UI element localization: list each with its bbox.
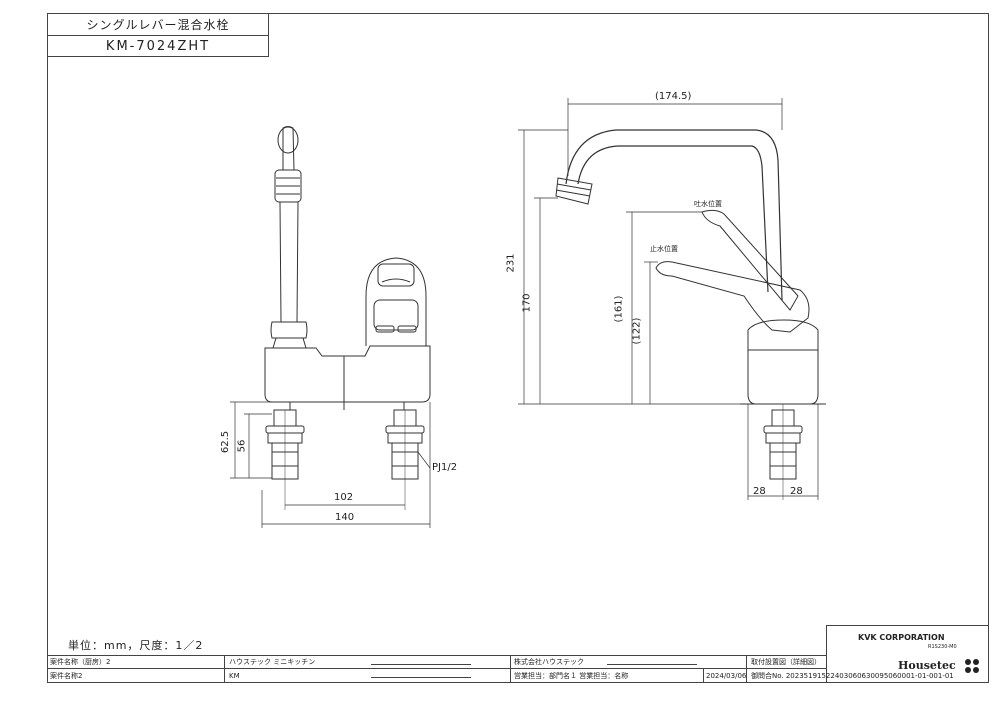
spout-tip-front (277, 126, 299, 154)
side-body (747, 319, 819, 405)
drawing-type: 取付設置図（詳細図） (751, 658, 821, 666)
dim-inner-width: 102 (334, 492, 354, 503)
valve-body (264, 345, 431, 403)
lever-open-position (701, 209, 799, 311)
issue-date: 2024/03/06 (706, 672, 747, 680)
front-dimensions (230, 401, 431, 528)
kvk-logo: KVK CORPORATION (858, 633, 945, 642)
dim-spout-width: (174.5) (655, 91, 692, 102)
model-number: KM-7024ZHT (105, 39, 211, 54)
unit-scale: 単位：mm，尺度：1／2 (68, 639, 204, 652)
dim-outer-width: 140 (335, 512, 355, 523)
drawing-frame (47, 13, 989, 683)
dim-spout-height: 170 (521, 293, 533, 313)
title-block: 案件名称（厨房）2 ハウステック ミニキッチン 案件名称2 KM 株式会社ハウス… (47, 655, 989, 683)
label-open-position: 吐水位置 (694, 200, 722, 208)
lever-handle (365, 257, 427, 346)
spout-collar (270, 321, 308, 339)
dim-open-height: (161) (613, 295, 625, 323)
dim-closed-height: (122) (631, 317, 643, 345)
dim-base-left: 28 (753, 486, 766, 497)
dim-total-height: 231 (505, 253, 517, 273)
case-name-1-label: 案件名称（厨房）2 (50, 658, 111, 666)
dim-base-right: 28 (790, 486, 803, 497)
dim-thread: PJ1/2 (432, 462, 458, 473)
side-view (555, 129, 826, 500)
sales-person: 営業担当：部門名１ 営業担当：名称 (514, 672, 629, 680)
front-view (264, 126, 431, 510)
logo-box (826, 625, 989, 683)
lever-closed-position (655, 261, 810, 333)
case-name-2-value: KM (229, 672, 240, 680)
kvk-code: R1S230-M0 (928, 644, 957, 650)
dim-inlet-height: 56 (236, 439, 248, 453)
label-closed-position: 止水位置 (650, 245, 678, 253)
housetec-logo: Housetec (898, 659, 956, 672)
company-name: 株式会社ハウステック (514, 658, 584, 666)
title-box: シングルレバー混合水栓 KM-7024ZHT (47, 13, 269, 57)
housetec-mark-icon (965, 659, 979, 673)
dim-shank-height: 62.5 (220, 430, 232, 454)
side-dimensions (518, 98, 819, 500)
inquiry-number: 御問合No. 20235191522403060630095060001-01-… (751, 672, 954, 680)
case-name-2-label: 案件名称2 (50, 672, 83, 680)
case-name-1-value: ハウステック ミニキッチン (229, 658, 316, 666)
product-name: シングルレバー混合水栓 (48, 14, 268, 36)
